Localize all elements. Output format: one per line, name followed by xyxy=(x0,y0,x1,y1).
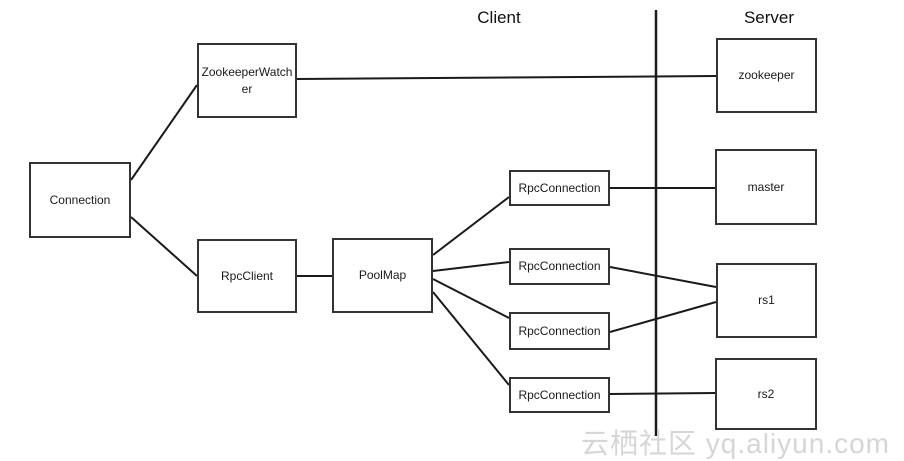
edge-poolmap-rpcconnection3 xyxy=(432,278,510,319)
node-connection-label: Connection xyxy=(49,192,111,207)
node-master-label: master xyxy=(747,179,785,194)
edge-rpcconnection4-rs2 xyxy=(609,392,717,395)
node-zookeeper-watcher-label: ZookeeperWatcher xyxy=(201,65,293,96)
edge-rpcconnection2-rs1 xyxy=(609,266,717,288)
client-section-heading: Client xyxy=(439,8,559,28)
node-pool-map-label: PoolMap xyxy=(358,268,407,283)
node-rs1-label: rs1 xyxy=(758,293,775,308)
node-connection: Connection xyxy=(29,162,131,238)
node-rpc-connection-2: RpcConnection xyxy=(509,248,610,285)
node-rpc-connection-4: RpcConnection xyxy=(509,377,610,413)
node-rpc-connection-3-label: RpcConnection xyxy=(518,323,601,338)
node-rpc-client: RpcClient xyxy=(197,239,297,313)
node-zookeeper-watcher: ZookeeperWatcher xyxy=(197,43,297,118)
edge-poolmap-rpcconnection2 xyxy=(432,261,510,272)
watermark-text: 云栖社区 yq.aliyun.com xyxy=(581,428,890,459)
node-rpc-connection-4-label: RpcConnection xyxy=(518,387,601,402)
edge-zookeeperwatcher-zookeeper xyxy=(296,75,717,80)
node-master: master xyxy=(715,149,817,225)
node-rpc-connection-3: RpcConnection xyxy=(509,312,610,350)
edge-poolmap-rpcconnection4 xyxy=(432,291,510,386)
node-zookeeper: zookeeper xyxy=(716,38,817,113)
node-rs2: rs2 xyxy=(715,358,817,430)
node-rpc-connection-2-label: RpcConnection xyxy=(518,259,601,274)
node-pool-map: PoolMap xyxy=(332,238,433,313)
node-zookeeper-label: zookeeper xyxy=(738,68,795,83)
server-heading-label: Server xyxy=(743,8,795,27)
edge-connection-zookeeperwatcher xyxy=(130,84,198,181)
node-rs2-label: rs2 xyxy=(757,386,775,401)
edge-connection-rpcclient xyxy=(130,216,198,277)
server-section-heading: Server xyxy=(709,8,829,28)
node-rpc-connection-1: RpcConnection xyxy=(509,170,610,206)
node-rs1: rs1 xyxy=(716,263,817,338)
node-rpc-connection-1-label: RpcConnection xyxy=(518,180,601,195)
edge-poolmap-rpcconnection1 xyxy=(432,196,510,256)
node-rpc-client-label: RpcClient xyxy=(220,268,274,283)
client-heading-label: Client xyxy=(477,8,521,27)
edge-rpcconnection3-rs1 xyxy=(609,301,717,333)
